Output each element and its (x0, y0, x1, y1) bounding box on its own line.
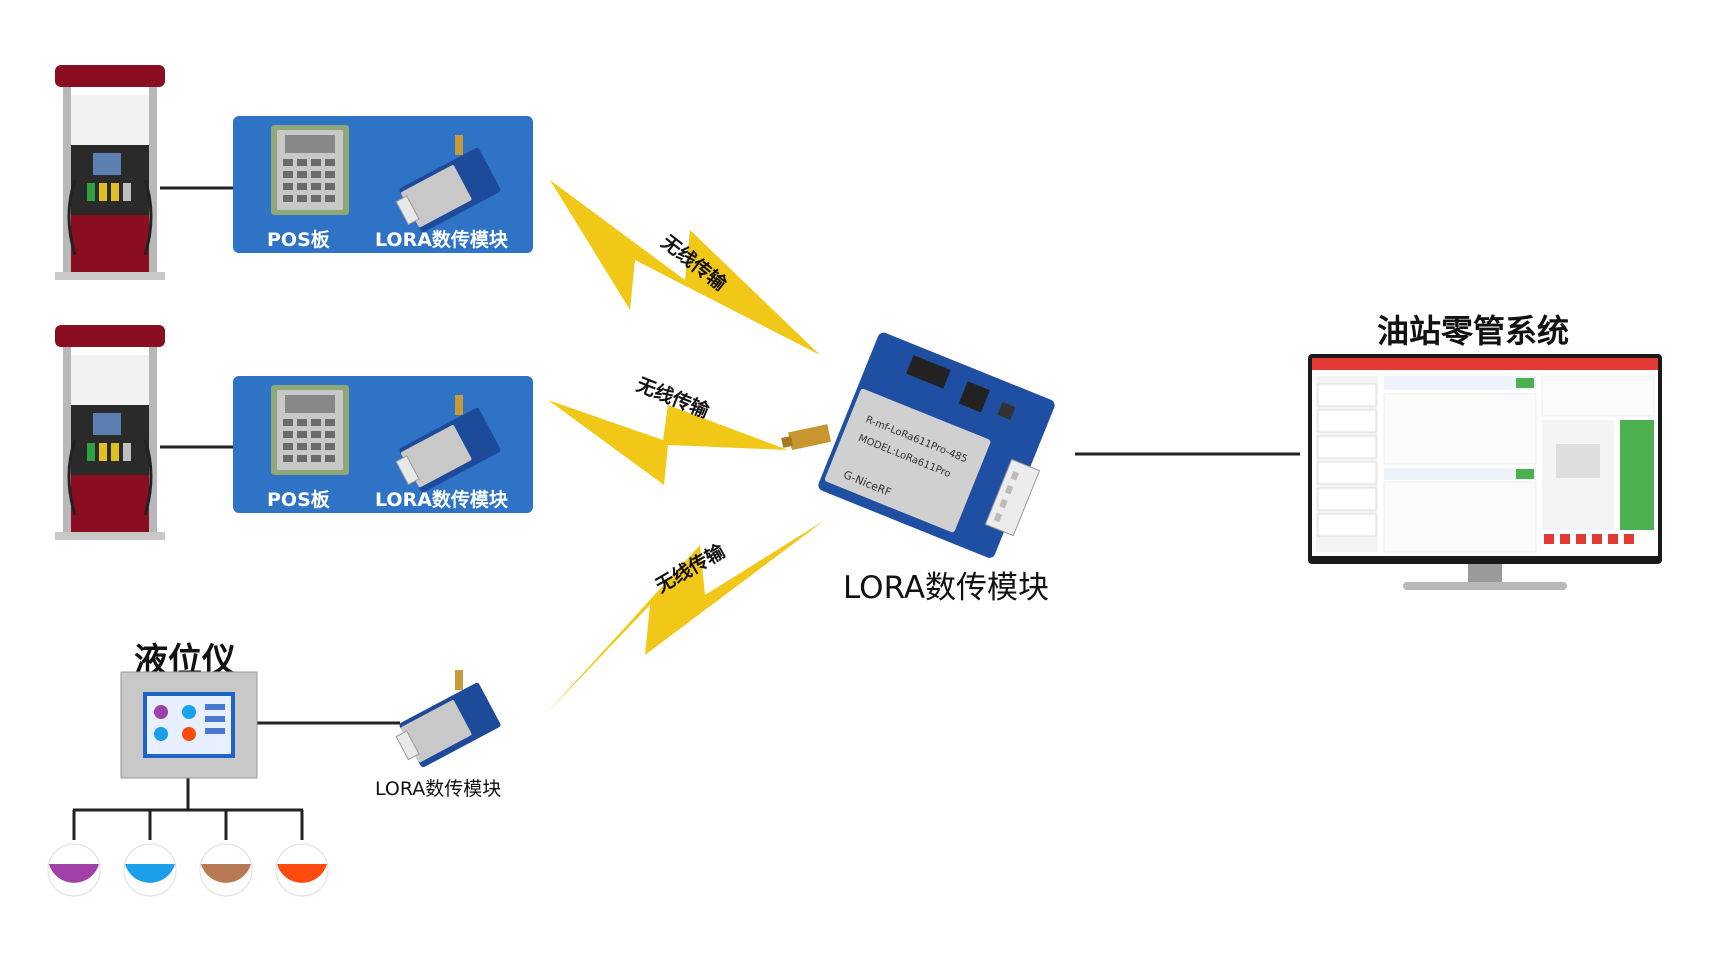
fuel-pump-1-icon (55, 65, 165, 280)
system-title: 油站零管系统 (1377, 312, 1570, 350)
level-gauge-module-label: LORA数传模块 (375, 778, 502, 800)
level-gauge-icon (120, 671, 258, 779)
central-lora-module-icon: G-NiceRF MODEL:LoRa611Pro R-mf-LoRa611Pr… (781, 332, 1055, 558)
fuel-pump-2-icon (55, 325, 165, 540)
tank-4-icon (275, 843, 329, 897)
keypad-icon (271, 125, 349, 215)
lora-module-label-1: LORA数传模块 (375, 229, 508, 251)
central-lora-module-label: LORA数传模块 (843, 570, 1050, 606)
tank-3-icon (199, 843, 253, 897)
pos-board-label: POS板 (267, 229, 330, 251)
lightning-bolt-3-icon (545, 520, 825, 715)
pos-board-label: POS板 (267, 489, 330, 511)
lightning-bolt-1-icon (550, 180, 820, 355)
lora-module-small-icon (395, 395, 501, 493)
monitor-icon (1308, 354, 1662, 590)
keypad-icon (271, 385, 349, 475)
tank-icons (47, 843, 329, 897)
tank-2-icon (123, 843, 177, 897)
tank-1-icon (47, 843, 101, 897)
lora-module-small-icon (395, 135, 501, 233)
lightning-bolt-2-icon (548, 400, 788, 485)
lora-module-small-icon (395, 670, 501, 768)
lora-module-label-2: LORA数传模块 (375, 489, 508, 511)
